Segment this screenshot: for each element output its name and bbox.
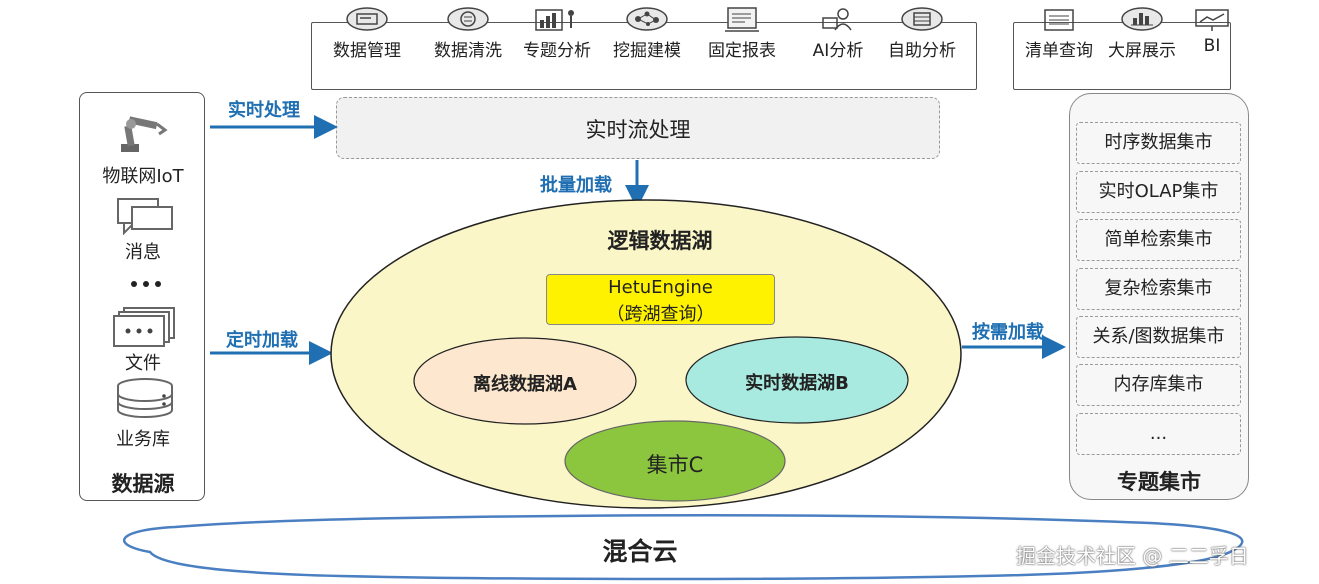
tool-label: 固定报表 xyxy=(708,41,776,61)
database-icon xyxy=(117,378,173,418)
tool-label: 数据管理 xyxy=(333,41,401,61)
self-service-analysis-icon xyxy=(901,7,943,31)
data-source-title: 数据源 xyxy=(111,472,175,496)
logical-data-lake xyxy=(330,199,962,509)
bi-icon xyxy=(1195,9,1229,31)
scheduled-arrow-label: 定时加载 xyxy=(226,330,298,351)
source-label: 文件 xyxy=(125,353,161,374)
data-source-panel xyxy=(79,92,205,501)
tool-label: 数据清洗 xyxy=(434,41,502,61)
tool-fixed-report[interactable]: 固定报表 xyxy=(700,6,784,61)
mart-item[interactable]: 简单检索集市 xyxy=(1076,219,1241,261)
hetuengine-name: HetuEngine xyxy=(608,277,713,298)
mart-item[interactable]: 实时OLAP集市 xyxy=(1076,171,1241,213)
source-label: 消息 xyxy=(125,242,161,263)
tool-mining-modeling[interactable]: 挖掘建模 xyxy=(605,6,689,61)
view-label: 清单查询 xyxy=(1025,41,1093,61)
batch-arrow-label: 批量加载 xyxy=(540,175,612,196)
mart-item[interactable]: 复杂检索集市 xyxy=(1076,268,1241,310)
presentation-bar xyxy=(1013,22,1231,90)
robot-arm-icon xyxy=(121,116,168,152)
view-label: BI xyxy=(1203,36,1221,56)
tool-data-cleaning[interactable]: 数据清洗 xyxy=(426,6,510,61)
view-bi[interactable]: BI xyxy=(1170,6,1254,56)
topic-analysis-icon xyxy=(535,9,574,31)
watermark: 掘金技术社区 @ 二二孚日 xyxy=(1016,544,1249,568)
list-query-icon xyxy=(1044,9,1074,31)
file-stack-icon xyxy=(113,307,175,347)
hybrid-cloud-label: 混合云 xyxy=(602,537,678,566)
realtime-arrow-label: 实时处理 xyxy=(228,100,300,121)
offline-lake-a xyxy=(413,337,637,425)
data-management-icon xyxy=(346,7,388,31)
ellipsis-icon xyxy=(131,281,161,287)
offline-lake-a-label: 离线数据湖A xyxy=(473,374,577,395)
tool-topic-analysis[interactable]: 专题分析 xyxy=(515,6,599,61)
tool-data-management[interactable]: 数据管理 xyxy=(325,6,409,61)
source-label: 物联网IoT xyxy=(102,166,184,187)
realtime-lake-b-label: 实时数据湖B xyxy=(745,373,849,394)
tool-label: 自助分析 xyxy=(888,41,956,61)
mart-c-label: 集市C xyxy=(646,453,704,477)
tool-label: AI分析 xyxy=(812,41,864,61)
mart-item[interactable]: 时序数据集市 xyxy=(1076,122,1241,164)
logical-data-lake-title: 逻辑数据湖 xyxy=(607,229,713,253)
hetuengine-box[interactable] xyxy=(546,274,775,325)
view-big-screen[interactable]: 大屏展示 xyxy=(1100,6,1184,61)
mart-c xyxy=(564,420,786,502)
hetuengine-subtitle: （跨湖查询） xyxy=(606,304,715,325)
mining-modeling-icon xyxy=(626,7,668,31)
cloud-outline xyxy=(123,514,1244,581)
mart-item[interactable]: ... xyxy=(1076,413,1241,455)
tool-label: 挖掘建模 xyxy=(613,41,681,61)
view-label: 大屏展示 xyxy=(1108,41,1176,61)
topic-marts-title: 专题集市 xyxy=(1117,470,1201,494)
message-icon xyxy=(117,198,173,236)
ai-analysis-icon xyxy=(822,8,852,31)
big-screen-icon xyxy=(1121,7,1163,31)
realtime-lake-b xyxy=(685,336,909,424)
tool-label: 专题分析 xyxy=(523,41,591,61)
tool-self-service-analysis[interactable]: 自助分析 xyxy=(880,6,964,61)
data-cleaning-icon xyxy=(447,7,489,31)
fixed-report-icon xyxy=(725,7,759,32)
mart-item[interactable]: 关系/图数据集市 xyxy=(1076,316,1241,358)
view-list-query[interactable]: 清单查询 xyxy=(1017,6,1101,61)
realtime-stream-label: 实时流处理 xyxy=(585,118,691,142)
tool-ai-analysis[interactable]: AI分析 xyxy=(796,6,880,61)
mart-item[interactable]: 内存库集市 xyxy=(1076,364,1241,406)
ondemand-arrow-label: 按需加载 xyxy=(972,322,1044,343)
source-label: 业务库 xyxy=(116,429,170,450)
